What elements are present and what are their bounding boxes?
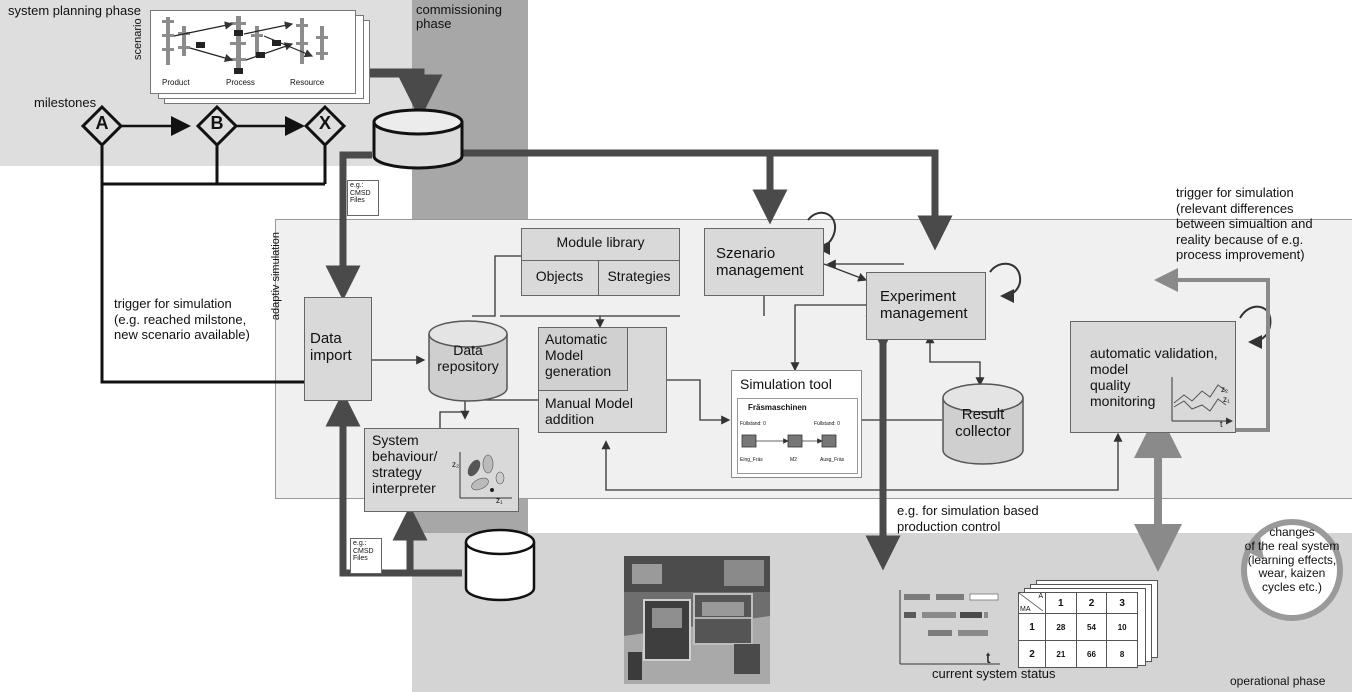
gantt-chart: t [898, 590, 1002, 670]
validation-box [1070, 321, 1236, 433]
scenario-process-label: Process [226, 78, 255, 87]
status-cell: 54 [1075, 613, 1108, 641]
sim-node-2: M2 [790, 457, 797, 463]
simulation-tool-window: Fräsmaschinen Füllstand: 0 Füllstand: 0 … [737, 398, 858, 474]
module-library-label: Module library [556, 234, 645, 250]
sim-fill-2: Füllstand: 0 [814, 421, 840, 427]
module-objects-label: Objects [535, 268, 584, 284]
status-corner-a: A [1038, 593, 1043, 600]
interpreter-box [364, 428, 519, 512]
changes-label: changes of the real system (learning eff… [1244, 525, 1340, 595]
planning-phase-label: system planning phase [8, 3, 141, 18]
status-col-header: 3 [1106, 592, 1138, 614]
result-collector-icon [942, 383, 1024, 465]
scenario-product-label: Product [162, 78, 190, 87]
milestone-x-diamond [303, 104, 347, 148]
status-table-stack: A MA 1 2 3 1 28 54 10 2 21 66 8 [1018, 580, 1164, 670]
module-library-split [598, 260, 599, 296]
sim-node-1: Eing_Fräs [740, 457, 763, 463]
table-row: 1 28 54 10 [1018, 613, 1138, 641]
data-repository-icon [428, 320, 508, 402]
simulation-tool-label: Simulation tool [740, 376, 832, 392]
sim-fill-1: Füllstand: 0 [740, 421, 766, 427]
module-library-box [521, 228, 680, 296]
szenario-management-label: Szenario management [716, 245, 804, 280]
status-cell: 66 [1075, 640, 1108, 668]
status-corner-ma: MA [1020, 606, 1031, 613]
milestones-label: milestones [34, 95, 97, 110]
manual-model-label: Manual Model addition [545, 395, 633, 428]
validation-chart: z₂ z₁ t [1170, 375, 1234, 429]
data-repository-label: Data repository [437, 342, 499, 375]
operational-phase-label: operational phase [1230, 674, 1326, 688]
status-table-corner: A MA [1018, 592, 1046, 614]
validation-label: automatic validation, model quality moni… [1090, 345, 1218, 410]
sim-node-3: Ausg_Fräs [820, 457, 845, 463]
sim-process-flow [741, 434, 837, 448]
production-control-label: e.g. for simulation based production con… [897, 503, 1039, 534]
scenario-resource-label: Resource [290, 78, 325, 87]
interpreter-z2-label: z₂ [452, 460, 460, 469]
validation-t-label: t [1220, 419, 1223, 429]
experiment-management-label: Experiment management [880, 288, 968, 323]
interpreter-label: System behaviour/ strategy interpreter [372, 432, 438, 497]
factory-photo [624, 556, 770, 684]
status-col-header: 2 [1075, 592, 1108, 614]
gantt-t-label: t [986, 650, 991, 667]
interpreter-scatter: z₂ z₁ [452, 450, 514, 506]
status-cell: 28 [1045, 613, 1077, 641]
trigger-right-label: trigger for simulation (relevant differe… [1176, 185, 1313, 263]
sim-window-title: Fräsmaschinen [748, 403, 807, 412]
scenario-label: scenario [132, 18, 144, 60]
interpreter-z1-label: z₁ [496, 496, 503, 505]
experiment-management-box [866, 272, 986, 340]
bottom-database-icon [464, 528, 536, 602]
scenario-graph-icon [162, 16, 328, 74]
status-cell: 8 [1106, 640, 1138, 668]
milestone-b-label: B [210, 113, 224, 133]
trigger-left-label: trigger for simulation (e.g. reached mil… [114, 296, 250, 343]
cmsd-file-top: e.g.: CMSD Files [347, 180, 379, 216]
commissioning-phase-label: commissioning phase [416, 2, 502, 32]
status-row-label: 1 [1018, 613, 1046, 641]
status-cell: 21 [1045, 640, 1077, 668]
status-cell: 10 [1106, 613, 1138, 641]
scenario-document-stack: scenario Product Process Resource [132, 10, 370, 105]
validation-z1-label: z₁ [1223, 395, 1230, 404]
status-col-header: 1 [1045, 592, 1077, 614]
status-table: A MA 1 2 3 1 28 54 10 2 21 66 8 [1018, 592, 1138, 668]
automatic-model-generation-inner [538, 327, 628, 391]
data-import-label: Data import [310, 330, 352, 365]
automatic-model-label: Automatic Model generation [545, 331, 612, 380]
table-row: 2 21 66 8 [1018, 640, 1138, 668]
milestone-a-label: A [95, 113, 109, 133]
current-status-label: current system status [932, 666, 1056, 681]
module-library-divider [521, 260, 680, 261]
module-strategies-label: Strategies [607, 268, 671, 284]
result-collector-label: Result collector [955, 406, 1011, 441]
milestone-a-diamond [80, 104, 124, 148]
status-row-label: 2 [1018, 640, 1046, 668]
milestone-x-label: X [318, 113, 331, 133]
szenario-management-box [704, 228, 824, 296]
validation-z2-label: z₂ [1221, 385, 1229, 394]
changes-cycle-icon [1241, 519, 1343, 621]
cmsd-file-bottom: e.g.: CMSD Files [350, 538, 382, 574]
milestone-b-diamond [195, 104, 239, 148]
data-import-box [304, 297, 372, 401]
top-database-icon [372, 108, 464, 170]
